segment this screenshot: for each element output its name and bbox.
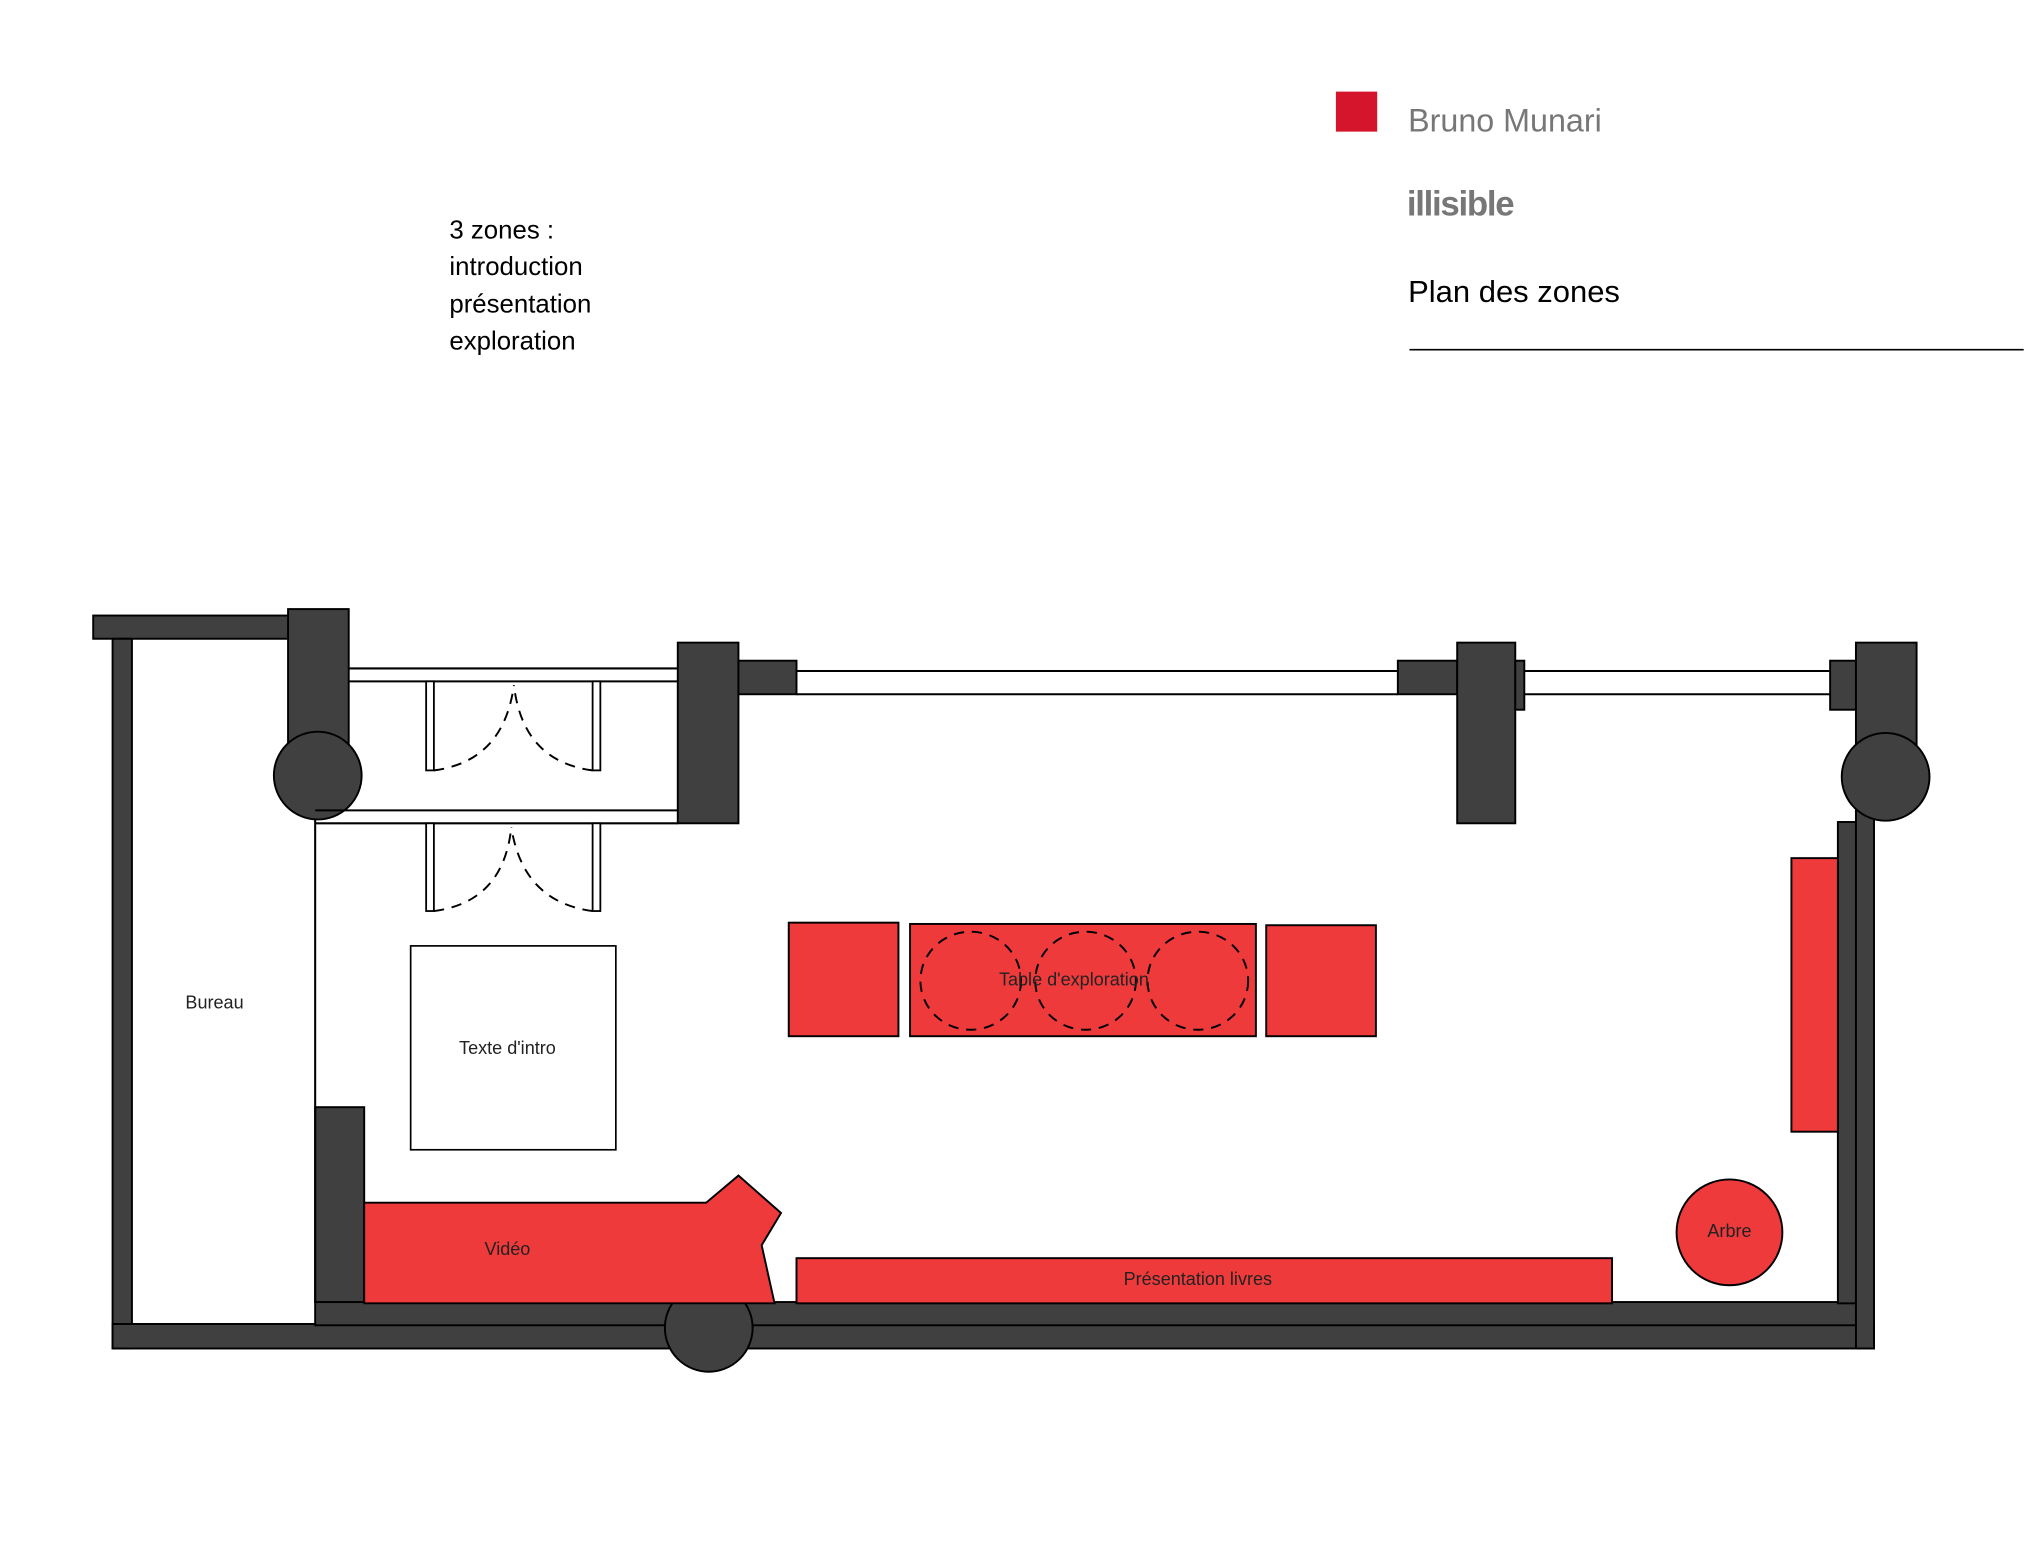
video-area: Vidéo <box>363 1174 783 1305</box>
svg-text:Vidéo: Vidéo <box>485 1239 531 1259</box>
zone-item: présentation <box>449 290 591 318</box>
exploration-table: Table d'exploration <box>787 921 1377 1038</box>
zone-item: introduction <box>449 253 582 281</box>
exhibition-title: illisible <box>1407 185 1514 224</box>
page-subtitle: Plan des zones <box>1408 274 1620 309</box>
author-name: Bruno Munari <box>1408 103 1602 139</box>
books-display: Présentation livres <box>795 1257 1614 1305</box>
zone-item: exploration <box>449 328 575 356</box>
svg-text:Texte d'intro: Texte d'intro <box>459 1038 556 1058</box>
tree: Arbre <box>1675 1178 1784 1287</box>
bureau-zone: Bureau <box>185 993 243 1013</box>
windows <box>796 669 1831 696</box>
svg-text:Bureau: Bureau <box>185 993 243 1013</box>
brand-square <box>1335 91 1378 132</box>
zones-heading: 3 zones : <box>449 217 554 245</box>
svg-text:Table d'exploration: Table d'exploration <box>999 969 1149 989</box>
wall-panel-right <box>1790 857 1839 1133</box>
doors <box>315 667 678 913</box>
svg-text:Arbre: Arbre <box>1707 1221 1751 1241</box>
svg-text:Présentation livres: Présentation livres <box>1124 1269 1272 1289</box>
intro-text-panel: Texte d'intro <box>409 945 617 1151</box>
